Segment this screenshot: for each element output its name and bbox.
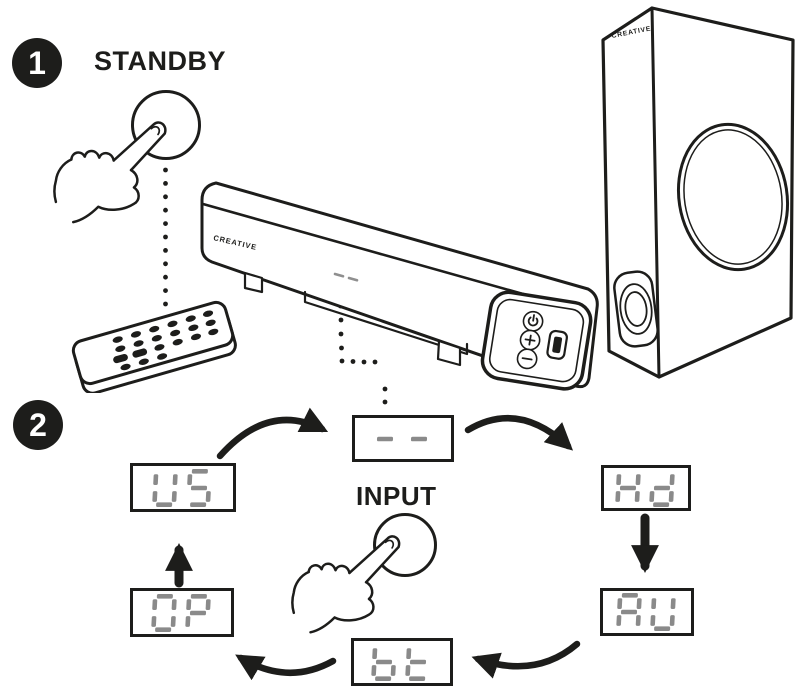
step-2-number: 2	[29, 407, 47, 443]
display-state-hd	[601, 465, 691, 511]
subwoofer-front-edge	[650, 6, 661, 379]
seven-segment-glyphs	[152, 468, 211, 507]
step-1-title: STANDBY	[94, 46, 227, 76]
arrow-au-to-bt	[471, 640, 581, 679]
step-2-title: INPUT	[356, 481, 437, 511]
soundbar-base-lip	[303, 290, 469, 356]
display-state-bt	[351, 638, 453, 686]
seven-segment-glyphs	[616, 593, 676, 632]
power-icon	[527, 314, 539, 327]
display-state-au	[600, 588, 694, 636]
subwoofer-illustration: CREATIVE	[601, 6, 795, 379]
arrow-us-to-default	[216, 407, 329, 460]
seven-segment-glyphs	[151, 593, 211, 632]
volume-plus-icon	[524, 334, 536, 346]
pressing-hand-input	[291, 535, 401, 634]
volume-minus-icon	[521, 357, 533, 361]
step-1-number: 1	[28, 45, 46, 81]
remote-body-top	[71, 300, 235, 386]
remote-control-illustration	[71, 300, 237, 393]
pressing-hand-standby	[53, 121, 167, 224]
step-1-badge: 1	[12, 38, 62, 88]
display-state-default	[352, 415, 454, 462]
seven-segment-glyphs	[615, 474, 675, 508]
input-button	[373, 513, 437, 577]
remote-buttons	[112, 310, 219, 371]
standby-button	[131, 90, 201, 160]
soundbar-foot-right	[436, 339, 462, 367]
display-state-op	[130, 588, 234, 637]
soundbar-front-display	[333, 272, 359, 282]
seven-segment-glyphs	[371, 648, 427, 682]
subwoofer-port	[613, 270, 659, 348]
subwoofer-driver	[676, 122, 790, 272]
soundbar-illustration: CREATIVE	[200, 181, 599, 391]
dotted-line-standby-to-remote	[163, 167, 168, 307]
display-state-us	[130, 463, 236, 512]
soundbar-control-panel	[480, 290, 593, 391]
soundbar-foot-left	[243, 271, 264, 294]
step-2-badge: 2	[13, 400, 63, 450]
arrow-default-to-hd	[464, 414, 574, 451]
arrow-bt-to-op	[235, 654, 337, 681]
seven-segment-glyphs	[376, 436, 428, 441]
